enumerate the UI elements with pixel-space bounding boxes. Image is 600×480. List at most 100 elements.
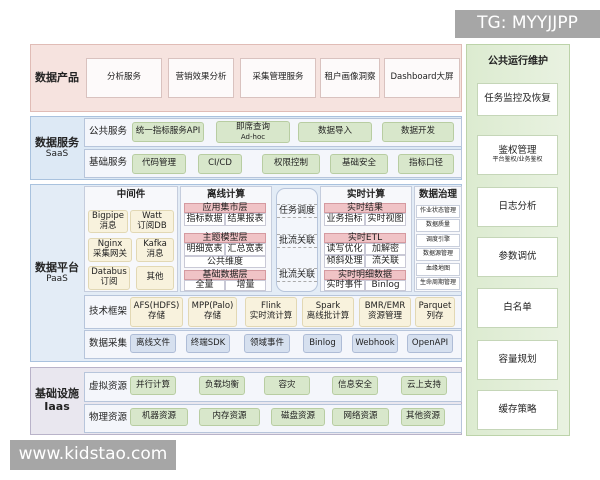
fw-name: Spark	[315, 301, 341, 312]
infra-item: 负载均衡	[199, 376, 245, 395]
layer-header: 实时ETL	[324, 233, 406, 243]
mw-name: Watt	[142, 210, 162, 221]
schedule-item: 批流关联	[277, 268, 317, 282]
ops-title: 公共运行维护	[488, 56, 548, 68]
fw-name: Parquet	[418, 301, 452, 312]
mw-desc: 消息	[99, 220, 117, 231]
layer-cell: 公共维度	[184, 256, 266, 268]
service-item: 数据导入	[298, 122, 372, 142]
governance-item: 数据源管理	[416, 248, 460, 261]
infra-item: 磁盘资源	[271, 408, 325, 426]
governance-item: 生命周期管理	[416, 277, 460, 290]
infra-item: 其他资源	[401, 408, 445, 426]
governance-title: 数据治理	[418, 188, 457, 200]
framework-label: 技术框架	[88, 305, 127, 317]
public-service-label: 公共服务	[88, 126, 127, 138]
fw-desc: 资源管理	[367, 311, 402, 321]
framework-item: MPP(Palo)存储	[188, 297, 237, 327]
service-item: 权限控制	[262, 154, 320, 174]
layer-cell: 结果报表	[225, 213, 266, 226]
layer-cell: 倾斜处理	[324, 255, 365, 268]
infra-item: 内存资源	[199, 408, 260, 426]
mw-name: Nginx	[97, 239, 123, 250]
product-item: 租户画像洞察	[320, 58, 380, 98]
mw-desc: 订阅DB	[137, 220, 167, 231]
middleware-item: 其他	[136, 266, 174, 290]
fw-desc: 列存	[426, 311, 444, 321]
physical-label: 物理资源	[88, 412, 127, 424]
ops-item: 参数调优	[477, 237, 558, 277]
fw-desc: 存储	[203, 311, 221, 321]
ops-item: 日志分析	[477, 187, 558, 227]
fw-name: BMR/EMR	[364, 301, 406, 312]
layer-cell: 增量	[225, 280, 266, 291]
adhoc-title: 即席查询	[235, 122, 270, 133]
collection-item: 领域事件	[244, 334, 290, 353]
ops-item: 容量规划	[477, 340, 558, 380]
watermark-top: TG: MYYJJPP	[455, 10, 600, 38]
fw-desc: 实时流计算	[249, 311, 293, 321]
fw-name: Flink	[261, 301, 281, 312]
mw-name: Kafka	[143, 239, 167, 250]
collection-item: Binlog	[303, 334, 342, 353]
data-platform-title: 数据平台	[35, 260, 79, 274]
service-item: 指标口径	[398, 154, 454, 174]
layer-cell: 指标数据	[184, 213, 225, 226]
service-item: 统一指标服务API	[132, 122, 204, 142]
schedule-item: 批流关联	[277, 234, 317, 248]
layer-header: 实时明细数据	[324, 270, 406, 280]
data-products-label: 数据产品	[35, 70, 79, 84]
mw-desc: 采集网关	[92, 249, 127, 259]
collection-item: 终端SDK	[186, 334, 230, 353]
schedule-panel	[276, 188, 318, 292]
infra-item: 容灾	[264, 376, 310, 395]
service-item: 代码管理	[132, 154, 186, 174]
offline-title: 离线计算	[206, 188, 245, 200]
layer-cell: 汇总宽表	[225, 243, 266, 256]
governance-item: 血缘地图	[416, 263, 460, 276]
realtime-title: 实时计算	[346, 188, 385, 200]
collection-item: OpenAPI	[407, 334, 453, 353]
layer-header: 实时结果	[324, 203, 406, 213]
ops-item: 鉴权管理平台鉴权/业务鉴权	[477, 135, 558, 175]
collection-item: 离线文件	[130, 334, 176, 353]
infra-title: 基础设施	[35, 387, 79, 401]
ops-auth-sub: 平台鉴权/业务鉴权	[492, 156, 543, 164]
governance-item: 作业状态管理	[416, 205, 460, 218]
infra-sub: Iaas	[44, 400, 70, 413]
middleware-title: 中间件	[116, 188, 146, 200]
layer-cell: 读写优化	[324, 243, 365, 255]
product-item: Dashboard大屏	[384, 58, 460, 98]
layer-cell: Binlog	[365, 280, 406, 291]
data-service-sub: SaaS	[45, 149, 69, 160]
mw-name: Databus	[91, 267, 127, 278]
ops-item: 白名单	[477, 288, 558, 328]
data-platform-sub: PaaS	[46, 274, 68, 285]
infra-item: 并行计算	[130, 376, 176, 395]
layer-cell: 流关联	[365, 255, 406, 268]
service-item: 基础安全	[330, 154, 388, 174]
layer-cell: 实时视图	[365, 213, 406, 226]
schedule-item: 任务调度	[277, 204, 317, 218]
fw-desc: 离线批计算	[306, 311, 350, 321]
fw-desc: 存储	[147, 311, 165, 321]
product-item: 营销效果分析	[168, 58, 234, 98]
product-item: 分析服务	[86, 58, 162, 98]
layer-cell: 加解密	[365, 243, 406, 255]
mw-desc: 订阅	[100, 277, 118, 287]
layer-cell: 全量	[184, 280, 225, 291]
collection-item: Webhook	[352, 334, 398, 353]
